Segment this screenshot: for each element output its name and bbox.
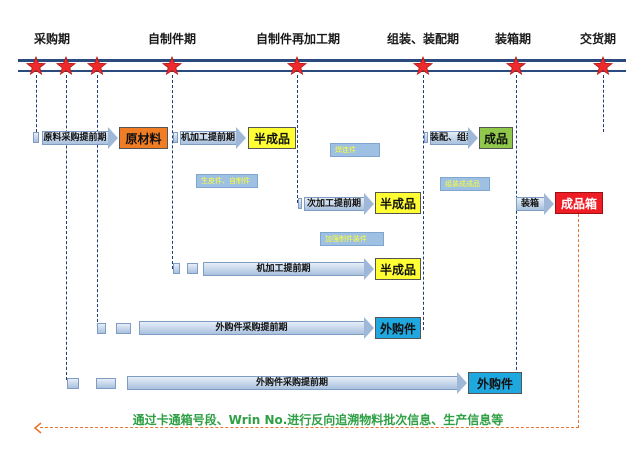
timeline-top-line <box>18 59 626 62</box>
arrow-label: 外购件采购提前期 <box>255 378 328 388</box>
segment-block <box>173 263 180 274</box>
timeline-bottom-line <box>18 70 626 72</box>
star-icon <box>162 56 182 76</box>
guide-line <box>66 75 67 380</box>
star-icon <box>506 56 526 76</box>
guide-line <box>36 75 37 132</box>
phase-packing: 装箱期 <box>494 32 532 46</box>
arrow-packing: 装箱 <box>516 193 554 215</box>
arrow-label: 装配、组装 <box>430 133 468 143</box>
star-icon <box>26 56 46 76</box>
arrow-purchased-parts: 外购件采购提前期 <box>127 372 467 394</box>
phase-assembly: 组装、装配期 <box>386 32 460 46</box>
arrow-secondary-processing: 次加工提前期 <box>304 193 374 215</box>
segment-block <box>67 378 79 389</box>
guide-line <box>297 75 298 203</box>
arrow-label: 原料采购提前期 <box>43 133 107 143</box>
note: 生皮件、自制件 <box>196 174 258 188</box>
arrow-label: 装箱 <box>520 199 539 209</box>
segment-block <box>173 132 178 143</box>
box-raw-material: 原材料 <box>119 127 168 149</box>
phase-self-made-reprocess: 自制件再加工期 <box>255 32 341 46</box>
arrow-label: 外购件采购提前期 <box>215 323 288 333</box>
arrow-label: 机加工提前期 <box>180 133 235 143</box>
segment-block <box>116 323 131 334</box>
phase-self-made: 自制件期 <box>147 32 197 46</box>
trace-line-horizontal <box>40 427 579 428</box>
segment-block <box>96 378 116 389</box>
box-purchased-part: 外购件 <box>468 372 522 394</box>
segment-block <box>33 132 39 143</box>
arrow-label: 次加工提前期 <box>306 199 361 209</box>
guide-line <box>172 75 173 269</box>
arrow-purchased-parts: 外购件采购提前期 <box>139 317 374 339</box>
box-purchased-part: 外购件 <box>375 317 421 339</box>
box-semi-finished: 半成品 <box>248 127 296 149</box>
segment-block <box>187 263 198 274</box>
box-semi-finished: 半成品 <box>375 258 421 280</box>
segment-block <box>298 198 302 209</box>
trace-line-vertical <box>578 214 579 428</box>
guide-line <box>603 75 604 132</box>
segment-block <box>424 132 428 143</box>
phase-purchase: 采购期 <box>33 32 71 46</box>
guide-line <box>97 75 98 327</box>
traceability-caption: 通过卡通箱号段、Wrin No.进行反向追溯物料批次信息、生产信息等 <box>132 413 504 427</box>
note: 加强制件装件 <box>320 232 384 246</box>
star-icon <box>56 56 76 76</box>
phase-delivery: 交货期 <box>579 32 617 46</box>
arrow-machining: 机加工提前期 <box>180 127 246 149</box>
arrow-left-icon <box>33 422 42 434</box>
arrow-machining-lead-time: 机加工提前期 <box>203 258 374 280</box>
box-semi-finished: 半成品 <box>375 192 421 214</box>
guide-line <box>423 75 424 330</box>
arrow-assembly: 装配、组装 <box>430 127 478 149</box>
segment-block <box>97 323 106 334</box>
note: 组装成成品 <box>440 177 490 191</box>
star-icon <box>287 56 307 76</box>
guide-line <box>516 75 517 380</box>
star-icon <box>87 56 107 76</box>
arrow-raw-material-purchase: 原料采购提前期 <box>42 127 118 149</box>
star-icon <box>593 56 613 76</box>
star-icon <box>413 56 433 76</box>
box-finished: 成品 <box>479 127 513 149</box>
arrow-label: 机加工提前期 <box>256 264 311 274</box>
box-finished-case: 成品箱 <box>555 192 603 214</box>
note: 焊连件 <box>330 143 380 157</box>
